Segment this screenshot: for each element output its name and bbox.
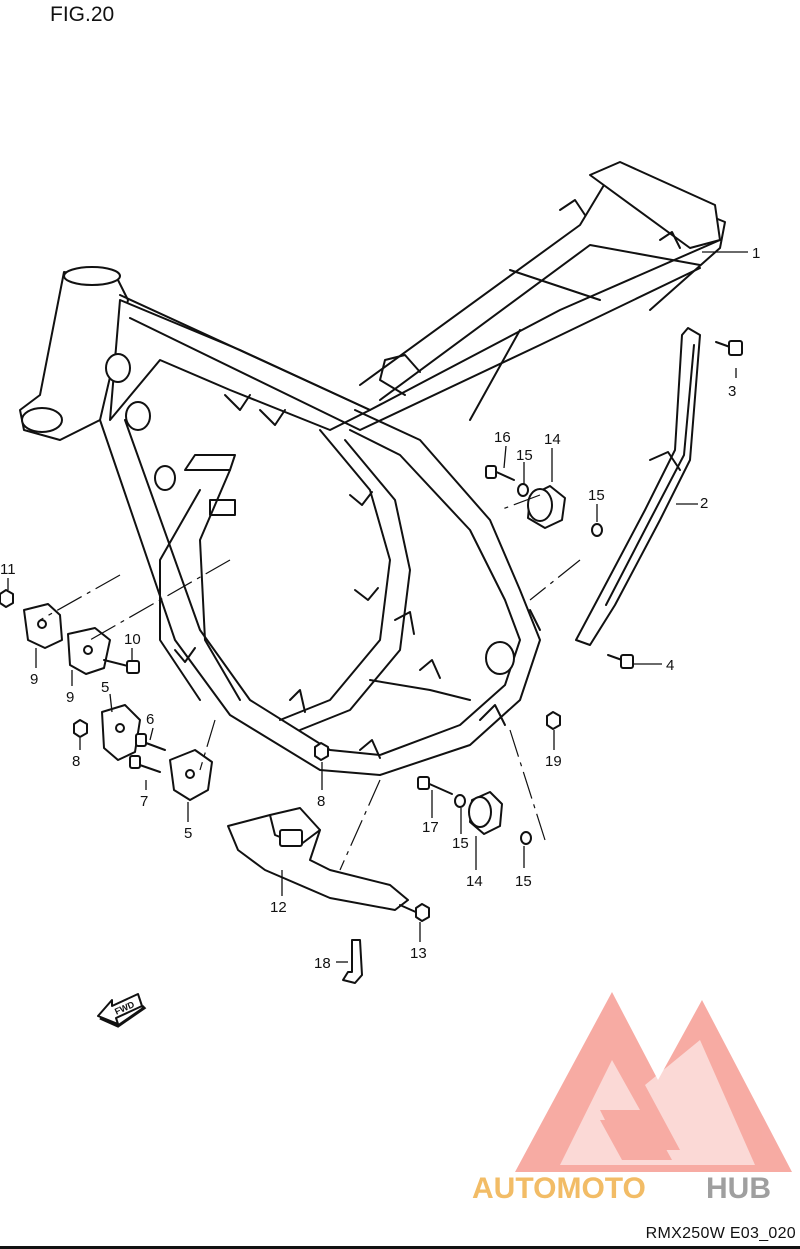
diagram-code: RMX250W E03_020 (645, 1225, 796, 1242)
frame-guard (575, 327, 701, 646)
bottom-border (0, 1246, 800, 1249)
bracket-5-lower (169, 749, 213, 801)
callout-8-left: 8 (72, 753, 80, 770)
bolt-10 (103, 659, 140, 674)
callout-18: 18 (314, 955, 331, 972)
watermark-word-hub: HUB (706, 1172, 771, 1205)
bracket-9-right (67, 627, 111, 675)
bolt-16 (485, 465, 515, 481)
bolt-13 (399, 903, 430, 922)
nut-8-left (73, 719, 88, 738)
callout-2: 2 (700, 495, 708, 512)
engine-mount-plate-12 (227, 807, 409, 911)
callout-6: 6 (146, 711, 154, 728)
washer-15-d (520, 831, 532, 845)
callout-13: 13 (410, 945, 427, 962)
main-frame (19, 161, 726, 776)
callout-3: 3 (728, 383, 736, 400)
leader-lines (7, 251, 748, 963)
fwd-arrow: FWD (97, 993, 147, 1028)
callout-4: 4 (666, 657, 674, 674)
watermark-word-auto: AUTOMOTO (472, 1172, 646, 1205)
washer-15-b (591, 523, 603, 537)
callout-15-d: 15 (515, 873, 532, 890)
callout-labels: 1 2 3 4 5 5 6 7 8 8 9 9 10 11 12 13 14 1… (0, 245, 760, 972)
callout-8-center: 8 (317, 793, 325, 810)
bolt-4 (607, 654, 634, 669)
washer-15-c (454, 794, 466, 808)
bolt-7 (129, 755, 161, 773)
washer-15-a (517, 483, 529, 497)
callout-15-a: 15 (516, 447, 533, 464)
bolt-17 (417, 776, 453, 795)
callout-9-left: 9 (30, 671, 38, 688)
damper-14-upper (527, 485, 566, 529)
callout-10: 10 (124, 631, 141, 648)
callout-19: 19 (545, 753, 562, 770)
callout-15-c: 15 (452, 835, 469, 852)
watermark-logo: AUTOMOTO HUB (472, 992, 792, 1205)
nut-11 (0, 589, 14, 608)
damper-14-lower (468, 791, 503, 835)
bracket-9-left (23, 603, 63, 649)
nut-19 (546, 711, 561, 730)
callout-17: 17 (422, 819, 439, 836)
callout-14-lower: 14 (466, 873, 483, 890)
assembly-lines (39, 494, 581, 871)
callout-14-upper: 14 (544, 431, 561, 448)
bolt-3 (715, 340, 743, 356)
callout-7: 7 (140, 793, 148, 810)
callout-11: 11 (0, 561, 16, 578)
callout-1: 1 (752, 245, 760, 262)
callout-15-b: 15 (588, 487, 605, 504)
figure-title: FIG.20 (50, 3, 115, 26)
callout-5-upper: 5 (101, 679, 109, 696)
nut-8-center (314, 742, 329, 761)
watermark-triangle-icon (515, 992, 792, 1172)
bracket-5-upper (101, 704, 141, 761)
callout-5-lower: 5 (184, 825, 192, 842)
callout-9-right: 9 (66, 689, 74, 706)
callout-12: 12 (270, 899, 287, 916)
clamp-18 (342, 939, 363, 984)
bolt-6 (135, 733, 166, 751)
callout-16: 16 (494, 429, 511, 446)
